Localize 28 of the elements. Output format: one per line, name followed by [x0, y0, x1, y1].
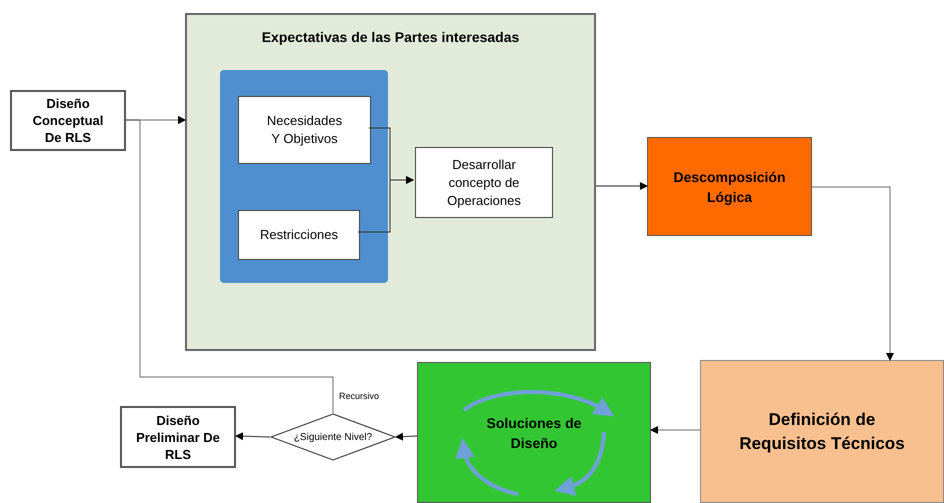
decision-diamond — [270, 413, 396, 461]
arrow — [596, 182, 648, 190]
group-heading: Expectativas de las Partes interesadas — [262, 28, 520, 47]
process-box — [700, 360, 944, 503]
node-label: Restricciones — [260, 226, 338, 244]
node-label: Desarrollar concepto de Operaciones — [446, 156, 522, 210]
node-label: Diseño Preliminar De RLS — [135, 412, 221, 462]
node-label: Necesidades Y Objetivos — [266, 112, 344, 148]
node-label: Descomposición Lógica — [673, 168, 786, 206]
node-label: Diseño Conceptual De RLS — [32, 95, 104, 146]
process-box — [647, 137, 812, 236]
node-label: Definición de Requisitos Técnicos — [738, 408, 906, 454]
group-panel — [185, 13, 596, 351]
process-box — [238, 210, 360, 260]
arrow — [235, 432, 270, 440]
arrow — [812, 186, 894, 361]
node-label: ¿Siguiente Nivel? — [294, 430, 372, 444]
process-box — [238, 96, 371, 164]
arrow — [140, 116, 334, 414]
process-box — [10, 90, 126, 151]
arrow — [395, 432, 418, 441]
process-box — [417, 362, 651, 503]
arrow — [650, 426, 700, 434]
node-label: Soluciones de Diseño — [486, 414, 582, 452]
group-panel — [220, 70, 388, 283]
process-box — [120, 406, 236, 468]
process-box — [415, 147, 553, 218]
arrow — [358, 176, 414, 232]
